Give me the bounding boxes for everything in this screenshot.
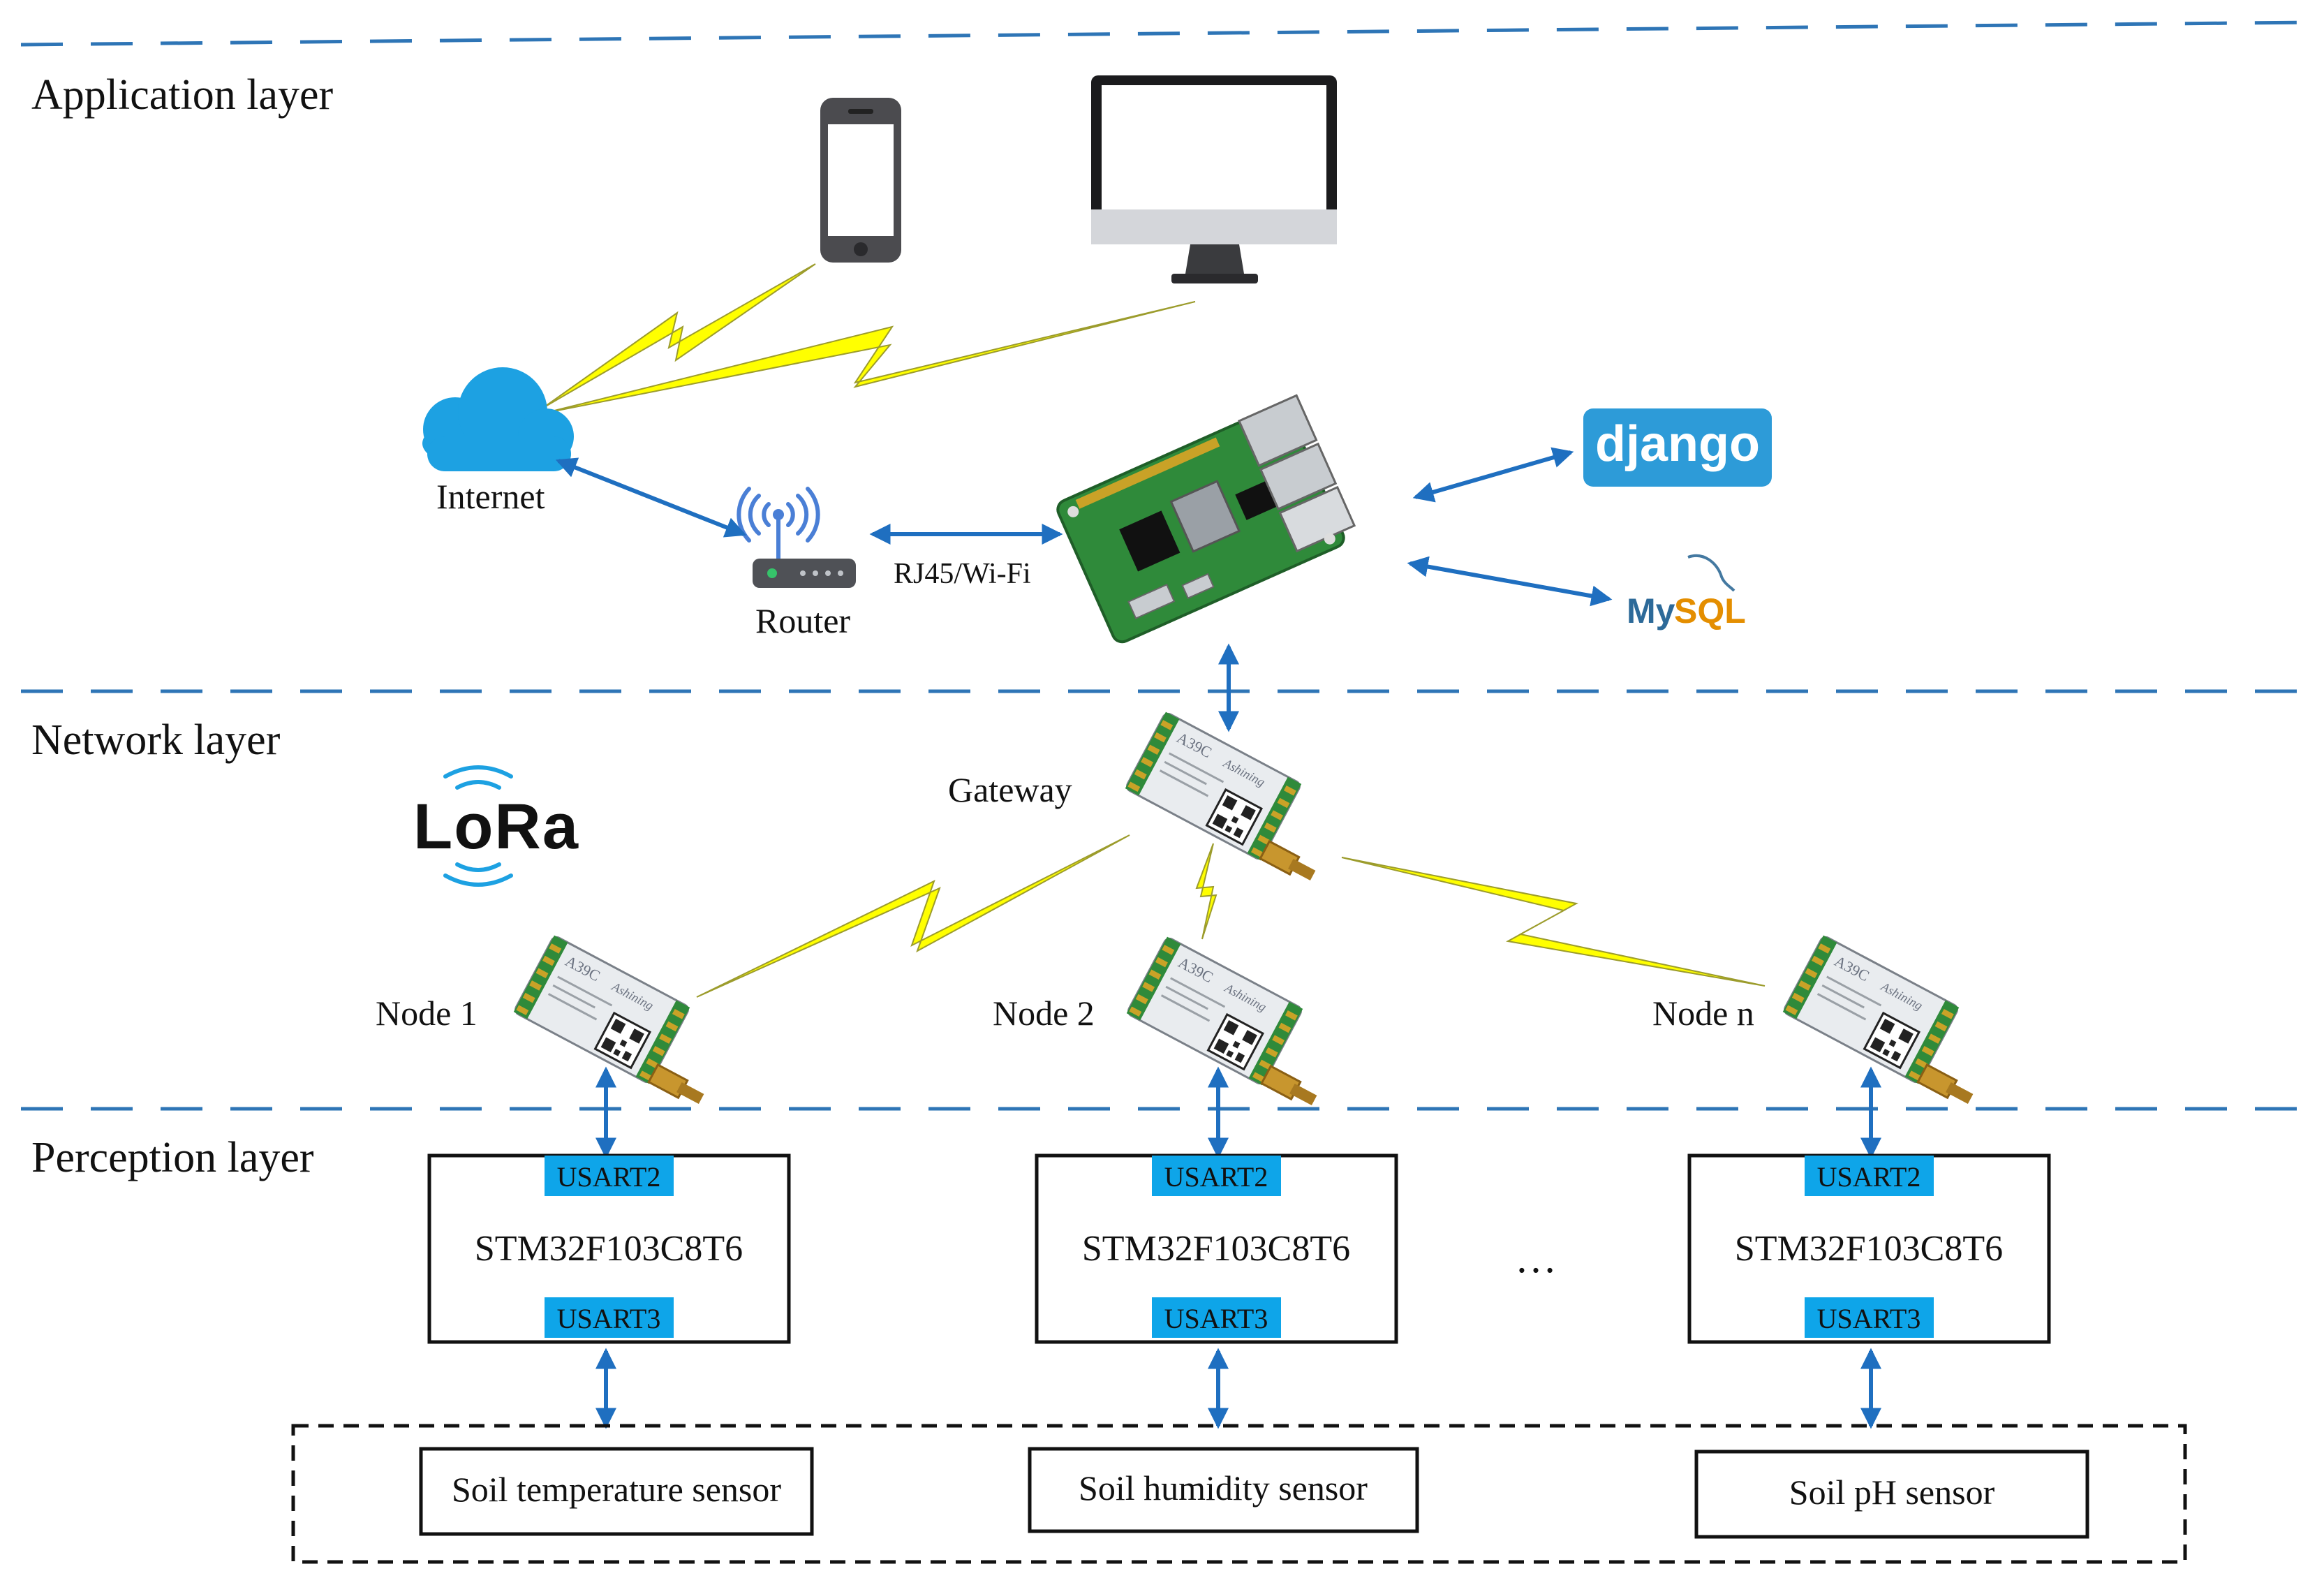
usart2-label: USART2 [1817,1161,1921,1193]
mcu-box: USART2 STM32F103C8T6 USART3 [427,1153,791,1344]
svg-text:django: django [1595,416,1760,472]
lora-logo-icon: LoRa [413,765,579,887]
raspberry-pi-board-icon [1056,394,1356,644]
svg-text:My: My [1627,591,1675,631]
lightning-icon [696,834,1130,998]
lightning-icon [542,301,1196,414]
django-logo: django [1583,408,1772,487]
lora-module-icon [512,934,738,1110]
sensor-label: Soil temperature sensor [452,1470,781,1509]
cloud-icon [422,367,574,471]
ellipsis: … [1515,1235,1557,1281]
perception-connectors [595,1066,1881,1429]
sensor-box: Soil humidity sensor [1028,1447,1419,1533]
usart3-label: USART3 [1164,1303,1268,1334]
lightning-icon [1195,843,1217,940]
lora-module-icon [1125,936,1351,1112]
usart3-label: USART3 [557,1303,661,1334]
internet-label: Internet [436,477,545,516]
smartphone-icon [820,98,901,263]
perception-layer-label: Perception layer [31,1134,314,1181]
lightning-icon [542,263,816,408]
mcu-label: STM32F103C8T6 [1735,1229,2003,1269]
layer-separators [20,20,2311,1111]
node-label: Node 1 [376,994,478,1033]
network-layer-label: Network layer [31,716,281,764]
svg-text:SQL: SQL [1674,591,1746,631]
sensor-box: Soil temperature sensor [419,1447,814,1536]
mcu-label: STM32F103C8T6 [475,1229,743,1269]
usart2-label: USART2 [557,1161,661,1193]
router-label: Router [755,601,850,640]
monitor-icon [1091,75,1337,283]
lora-module-icon [1782,934,2007,1110]
rj45-wifi-label: RJ45/Wi-Fi [894,558,1031,590]
lora-module-icon [1124,711,1349,887]
sensor-label: Soil humidity sensor [1079,1468,1368,1507]
application-layer-label: Application layer [31,71,333,119]
mcu-box: USART2 STM32F103C8T6 USART3 [1035,1153,1398,1344]
usart2-label: USART2 [1164,1161,1268,1193]
sensor-label: Soil pH sensor [1789,1473,1995,1512]
sensor-group [291,1424,2187,1564]
node-label: Node n [1652,994,1754,1033]
node-label: Node 2 [993,994,1095,1033]
svg-text:LoRa: LoRa [413,791,579,862]
mysql-logo: My SQL [1627,554,1746,631]
mcu-box: USART2 STM32F103C8T6 USART3 [1687,1153,2051,1344]
usart3-label: USART3 [1817,1303,1921,1334]
gateway-label: Gateway [948,770,1072,809]
mcu-label: STM32F103C8T6 [1082,1229,1350,1269]
application-connectors [555,447,1613,732]
lightning-icon [1341,857,1766,987]
sensor-box: Soil pH sensor [1694,1450,2089,1539]
router-icon [737,487,856,588]
